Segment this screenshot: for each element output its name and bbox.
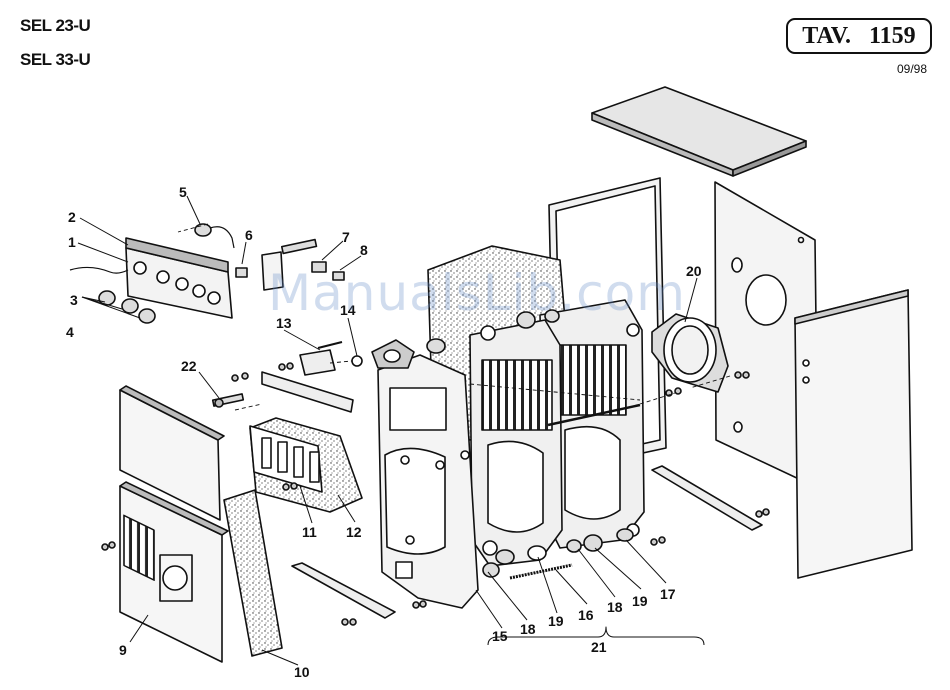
mounting-strip — [262, 372, 353, 412]
watermark: ManualsLib.com — [268, 264, 686, 322]
gasket — [352, 356, 362, 366]
inspection-door — [250, 418, 362, 512]
part-number-7: 7 — [342, 229, 350, 245]
part-number-6: 6 — [245, 227, 253, 243]
thermostat-bulb — [195, 224, 234, 248]
boiler-section-middle — [470, 320, 562, 566]
cable — [70, 267, 128, 273]
part-number-10: 10 — [294, 664, 310, 680]
sight-rod — [318, 342, 342, 348]
part-number-1: 1 — [68, 234, 76, 250]
bottom-bracket-left — [292, 563, 395, 618]
part-number-2: 2 — [68, 209, 76, 225]
part-number-18-a: 18 — [520, 621, 536, 637]
small-bracket — [300, 350, 335, 375]
insulation-panel — [224, 490, 282, 656]
part-number-19-b: 19 — [632, 593, 648, 609]
part-number-8: 8 — [360, 242, 368, 258]
part-number-21: 21 — [591, 639, 607, 655]
part-number-12: 12 — [346, 524, 362, 540]
part-number-5: 5 — [179, 184, 187, 200]
top-collar — [372, 340, 414, 368]
boiler-section-front — [378, 355, 478, 608]
front-side-panel — [795, 290, 912, 578]
switch — [236, 268, 247, 277]
part-number-20: 20 — [686, 263, 702, 279]
part-number-9: 9 — [119, 642, 127, 658]
part-number-4: 4 — [66, 324, 74, 340]
bottom-bracket-right — [652, 466, 762, 530]
top-cover-panel — [592, 87, 806, 176]
part-number-18-b: 18 — [607, 599, 623, 615]
terminal-strip — [282, 240, 317, 254]
part-number-3: 3 — [70, 292, 78, 308]
control-panel — [126, 238, 232, 318]
part-number-16: 16 — [578, 607, 594, 623]
part-number-11: 11 — [302, 524, 317, 540]
part-number-22: 22 — [181, 358, 197, 374]
part-number-19-a: 19 — [548, 613, 564, 629]
part-number-17: 17 — [660, 586, 676, 602]
part-number-15: 15 — [492, 628, 508, 644]
